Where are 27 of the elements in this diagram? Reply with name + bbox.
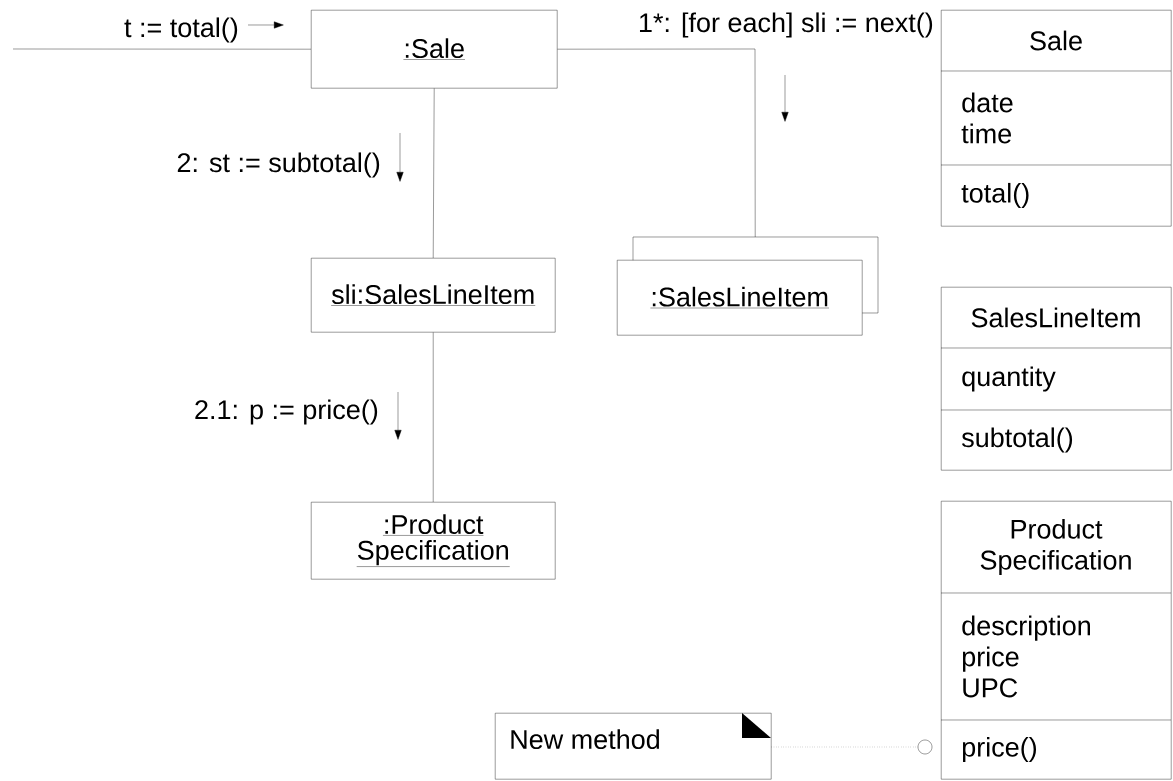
operation-list: price() — [962, 736, 1037, 763]
note-text: New method — [511, 729, 659, 750]
connector — [557, 48, 756, 238]
connector — [771, 739, 933, 755]
object-box: :Product Specification — [311, 502, 556, 580]
message-label: 2: st := subtotal() — [175, 151, 382, 179]
operation-list: subtotal() — [961, 427, 1073, 453]
connector — [433, 332, 434, 503]
class-box — [940, 287, 1172, 471]
object-box: :Sale — [311, 10, 558, 89]
class-box — [940, 10, 1172, 227]
message-label: 2.1: p := price() — [193, 398, 380, 426]
class-name: SalesLineItem — [971, 307, 1140, 328]
connector — [12, 48, 312, 50]
object-box: sli:SalesLineItem — [311, 258, 556, 333]
connector — [433, 88, 435, 259]
attribute-list: date time — [961, 92, 1013, 144]
attribute-list: description price UPC — [962, 615, 1090, 698]
attribute-list: quantity — [962, 366, 1056, 392]
class-name: Product Specification — [980, 518, 1131, 576]
class-name: Sale — [1030, 30, 1082, 51]
object-stack: :SalesLineItem — [617, 236, 879, 336]
note-box — [495, 713, 772, 780]
message-label: 1*: [for each] sli := next() — [636, 11, 935, 39]
class-box — [940, 501, 1172, 780]
message-label: t := total() — [123, 16, 240, 44]
operation-list: total() — [961, 182, 1029, 209]
